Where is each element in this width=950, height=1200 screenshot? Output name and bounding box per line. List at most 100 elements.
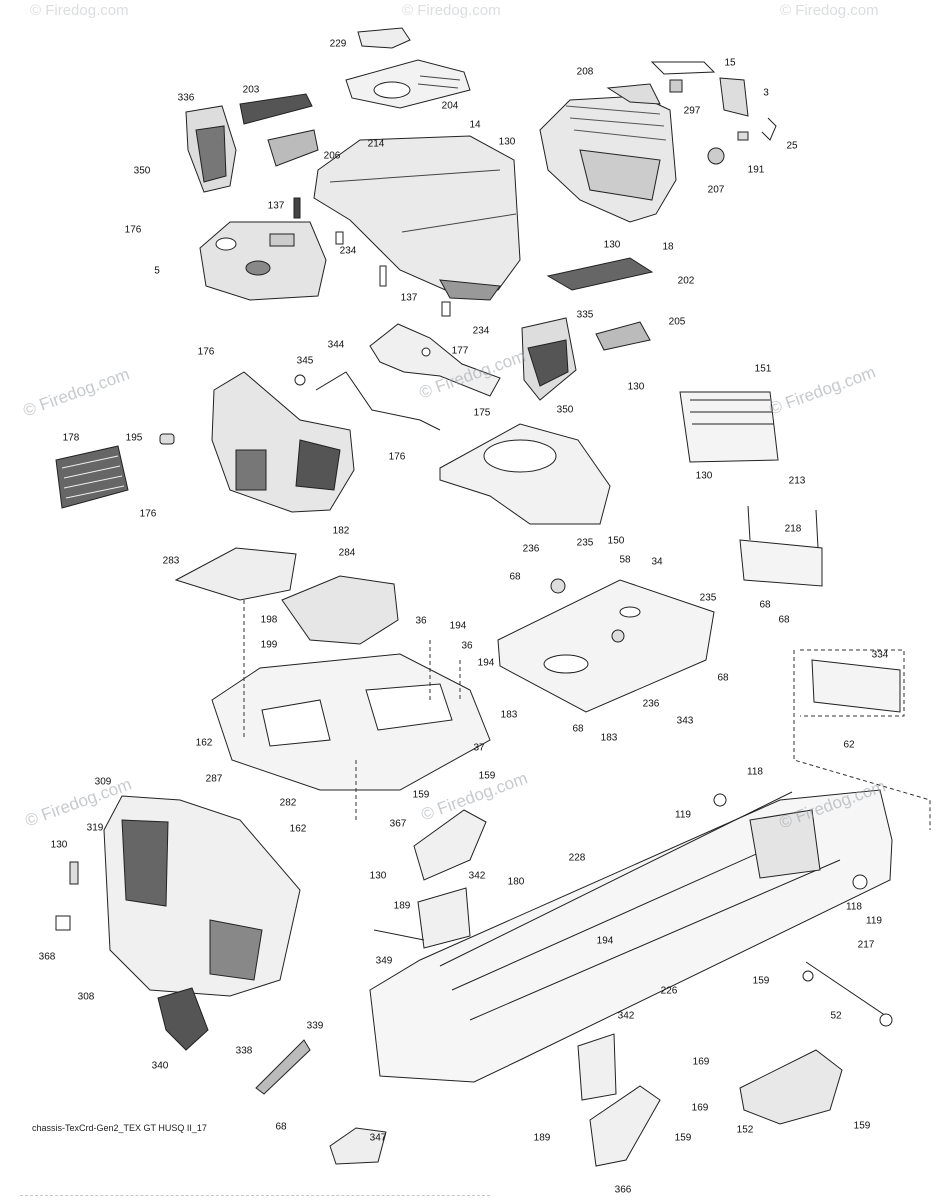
callout-367: 367: [389, 818, 407, 830]
callout-194: 194: [596, 935, 614, 947]
callout-344: 344: [327, 339, 345, 351]
callout-119: 119: [866, 915, 882, 927]
callout-130: 130: [369, 870, 387, 882]
callout-130: 130: [498, 136, 516, 148]
callout-350: 350: [556, 404, 574, 416]
fender-deck-37: [211, 653, 491, 791]
callout-217: 217: [857, 939, 875, 951]
watermark-top-center: © Firedog.com: [402, 2, 501, 19]
callout-228: 228: [568, 852, 586, 864]
callout-162: 162: [289, 823, 307, 835]
callout-207: 207: [707, 184, 725, 196]
console-182: [211, 371, 355, 513]
decal-368: [55, 915, 71, 931]
callout-183: 183: [600, 732, 618, 744]
callout-342: 342: [468, 870, 486, 882]
callout-182: 182: [332, 525, 350, 537]
callout-180: 180: [507, 876, 525, 888]
callout-18: 18: [662, 241, 674, 253]
callout-203: 203: [242, 84, 260, 96]
callout-159: 159: [853, 1120, 871, 1132]
callout-208: 208: [576, 66, 594, 78]
callout-62: 62: [843, 739, 855, 751]
bracket-334: [811, 659, 901, 713]
callout-162: 162: [195, 737, 213, 749]
bracket-151: [679, 391, 779, 463]
callout-152: 152: [736, 1124, 754, 1136]
callout-350: 350: [133, 165, 151, 177]
grille-203: [239, 93, 313, 125]
callout-226: 226: [660, 985, 678, 997]
callout-68: 68: [509, 571, 521, 583]
callout-319: 319: [86, 822, 104, 834]
callout-339: 339: [306, 1020, 324, 1032]
callout-347: 347: [369, 1132, 387, 1144]
callout-178: 178: [62, 432, 80, 444]
callout-34: 34: [651, 556, 663, 568]
callout-214: 214: [367, 138, 385, 150]
callout-130: 130: [50, 839, 68, 851]
dash-5: [199, 221, 327, 301]
watermark-top-left: © Firedog.com: [30, 2, 129, 19]
cover-206: [267, 129, 319, 167]
callout-176: 176: [139, 508, 157, 520]
callout-349: 349: [375, 955, 393, 967]
callout-334: 334: [871, 649, 889, 661]
callout-5: 5: [154, 265, 160, 277]
callout-342: 342: [617, 1010, 635, 1022]
callout-236: 236: [642, 698, 660, 710]
callout-150: 150: [607, 535, 625, 547]
front-grille-18: [539, 95, 677, 223]
dashed-leader-lines: [243, 600, 931, 830]
callout-118: 118: [846, 901, 862, 913]
callout-68: 68: [759, 599, 771, 611]
callout-137: 137: [267, 200, 285, 212]
callout-198: 198: [260, 614, 278, 626]
callout-340: 340: [151, 1060, 169, 1072]
callout-159: 159: [478, 770, 496, 782]
lever-339: [255, 1039, 311, 1095]
drawing-id: chassis-TexCrd-Gen2_TEX GT HUSQ II_17: [32, 1123, 207, 1133]
air-intake-336: [185, 105, 237, 193]
callout-189: 189: [393, 900, 411, 912]
plug-195: [159, 433, 175, 445]
callout-176: 176: [197, 346, 215, 358]
callout-195: 195: [125, 432, 143, 444]
callout-205: 205: [668, 316, 686, 328]
bracket-366: [589, 1085, 661, 1167]
small-parts-137-234: [293, 197, 451, 317]
callout-202: 202: [677, 275, 695, 287]
callout-287: 287: [205, 773, 223, 785]
dash-panel-cover-229: [357, 27, 411, 49]
cable-344: [294, 371, 441, 431]
callout-159: 159: [752, 975, 770, 987]
fender-283: [174, 547, 297, 601]
callout-218: 218: [784, 523, 802, 535]
seat-pan-284: [281, 575, 399, 645]
callout-130: 130: [603, 239, 621, 251]
frame-180: [369, 789, 893, 1083]
callout-176: 176: [124, 224, 142, 236]
callout-368: 368: [38, 951, 56, 963]
callout-234: 234: [339, 245, 357, 257]
callout-336: 336: [177, 92, 195, 104]
callout-366: 366: [614, 1184, 632, 1196]
callout-118: 118: [747, 766, 763, 778]
rod-349: [373, 929, 425, 941]
callout-169: 169: [692, 1056, 710, 1068]
callout-130: 130: [627, 381, 645, 393]
bracket-175: [369, 323, 501, 397]
callout-68: 68: [275, 1121, 287, 1133]
callout-309: 309: [94, 776, 112, 788]
label-319: [69, 861, 79, 885]
callout-37: 37: [473, 742, 485, 754]
bottom-rule: [20, 1195, 490, 1196]
callout-284: 284: [338, 547, 356, 559]
callout-119: 119: [675, 809, 691, 821]
cover-335: [521, 317, 577, 401]
callout-194: 194: [449, 620, 467, 632]
callout-176: 176: [388, 451, 406, 463]
callout-213: 213: [788, 475, 806, 487]
callout-206: 206: [323, 150, 341, 162]
callout-177: 177: [451, 345, 469, 357]
